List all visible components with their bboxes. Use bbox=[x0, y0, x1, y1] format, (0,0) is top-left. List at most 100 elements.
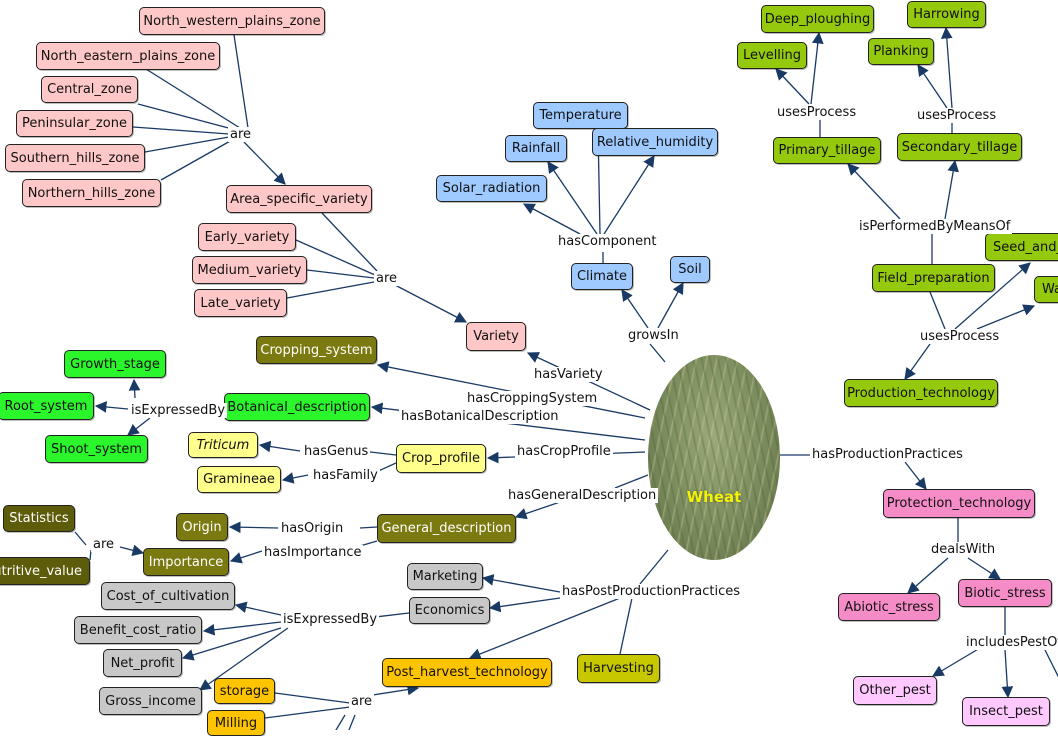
edge-69 bbox=[335, 714, 346, 730]
edge-2 bbox=[137, 103, 237, 131]
node-growth-stage[interactable]: Growth_stage bbox=[64, 350, 166, 378]
node-primary-tillage[interactable]: Primary_tillage bbox=[773, 137, 881, 164]
node-triticum[interactable]: Triticum bbox=[188, 432, 258, 458]
link-label-includes-pest-of: includesPestOf bbox=[964, 635, 1058, 650]
node-insect-pest[interactable]: Insect_pest bbox=[962, 697, 1050, 726]
node-variety[interactable]: Variety bbox=[466, 322, 526, 351]
node-levelling[interactable]: Levelling bbox=[737, 42, 807, 69]
edge-14 bbox=[603, 155, 655, 235]
edge-5 bbox=[160, 139, 233, 181]
node-post-harvest-technology[interactable]: Post_harvest_technology bbox=[382, 658, 552, 687]
node-marketing[interactable]: Marketing bbox=[407, 563, 483, 590]
edge-1 bbox=[137, 63, 241, 129]
node-benefit-cost-ratio[interactable]: Benefit_cost_ratio bbox=[74, 616, 202, 644]
node-peninsular-zone[interactable]: Peninsular_zone bbox=[16, 110, 133, 137]
node-importance[interactable]: Importance bbox=[143, 548, 229, 576]
node-field-preparation[interactable]: Field_preparation bbox=[872, 264, 995, 292]
link-label-has-importance: hasImportance bbox=[262, 545, 364, 560]
edge-47 bbox=[614, 474, 649, 489]
node-harvesting[interactable]: Harvesting bbox=[577, 654, 660, 683]
node-protection-technology[interactable]: Protection_technology bbox=[883, 489, 1035, 518]
node-seed-and[interactable]: Seed_and_ bbox=[985, 233, 1058, 261]
edge-31 bbox=[976, 304, 1036, 330]
edge-22 bbox=[917, 64, 948, 109]
edge-48 bbox=[514, 501, 561, 520]
edge-64 bbox=[181, 627, 282, 661]
edge-45 bbox=[281, 472, 309, 484]
node-rainfall[interactable]: Rainfall bbox=[505, 135, 567, 162]
node-temperature[interactable]: Temperature bbox=[533, 102, 628, 129]
edge-53 bbox=[74, 531, 87, 546]
edge-70 bbox=[348, 714, 356, 730]
link-label-uses-process-production: usesProcess bbox=[918, 329, 1002, 344]
node-early-variety[interactable]: Early_variety bbox=[198, 223, 296, 251]
link-label-is-performed-by-means-of: isPerformedByMeansOf bbox=[857, 219, 1013, 234]
node-botanical-description[interactable]: Botanical_description bbox=[224, 393, 370, 421]
edge-67 bbox=[264, 706, 351, 719]
node-other-pest[interactable]: Other_pest bbox=[853, 676, 937, 705]
edge-62 bbox=[234, 601, 282, 616]
edge-52 bbox=[229, 550, 263, 564]
node-shoot-system[interactable]: Shoot_system bbox=[45, 435, 148, 463]
node-harrowing[interactable]: Harrowing bbox=[907, 1, 986, 28]
node-cropping-system[interactable]: Cropping_system bbox=[256, 336, 377, 364]
edge-55 bbox=[89, 549, 92, 561]
edge-32 bbox=[904, 343, 931, 380]
link-label-has-crop-profile: hasCropProfile bbox=[515, 444, 613, 459]
node-milling[interactable]: Milling bbox=[207, 710, 265, 736]
node-deep-ploughing[interactable]: Deep_ploughing bbox=[761, 5, 874, 33]
link-label-has-origin: hasOrigin bbox=[279, 521, 346, 536]
edge-34 bbox=[904, 461, 927, 490]
node-root-system[interactable]: Root_system bbox=[0, 392, 94, 420]
node-climate[interactable]: Climate bbox=[571, 263, 633, 290]
link-label-are-varieties: are bbox=[374, 271, 400, 286]
link-label-has-general-description: hasGeneralDescription bbox=[506, 488, 659, 503]
node-northern-hills-zone[interactable]: Northern_hills_zone bbox=[22, 179, 161, 207]
node-medium-variety[interactable]: Medium_variety bbox=[192, 256, 307, 284]
edge-40 bbox=[94, 401, 129, 413]
edge-23 bbox=[940, 26, 953, 109]
edge-17 bbox=[621, 289, 649, 329]
node-nutritive-value[interactable]: utritive_value bbox=[0, 557, 90, 585]
node-relative-humidity[interactable]: Relative_humidity bbox=[592, 128, 718, 156]
link-label-has-component: hasComponent bbox=[556, 234, 659, 249]
node-central-zone[interactable]: Central_zone bbox=[41, 76, 138, 103]
edge-60 bbox=[619, 597, 633, 655]
node-southern-hills-zone[interactable]: Southern_hills_zone bbox=[5, 144, 145, 172]
edge-59 bbox=[468, 597, 621, 660]
node-abiotic-stress[interactable]: Abiotic_stress bbox=[838, 593, 940, 621]
node-economics[interactable]: Economics bbox=[409, 597, 490, 624]
edge-6 bbox=[243, 141, 286, 185]
node-production-technology[interactable]: Production_technology bbox=[844, 379, 998, 407]
node-statistics[interactable]: Statistics bbox=[3, 505, 75, 532]
edge-66 bbox=[274, 692, 351, 704]
node-origin[interactable]: Origin bbox=[176, 513, 228, 541]
node-area-specific-variety[interactable]: Area_specific_variety bbox=[226, 185, 372, 213]
node-soil[interactable]: Soil bbox=[670, 256, 710, 283]
node-crop-profile[interactable]: Crop_profile bbox=[396, 444, 486, 473]
node-wa[interactable]: Wa bbox=[1034, 276, 1058, 303]
node-planking[interactable]: Planking bbox=[868, 38, 934, 65]
node-north-western-plains-zone[interactable]: North_western_plains_zone bbox=[139, 7, 325, 35]
edge-49 bbox=[359, 526, 378, 529]
node-north-eastern-plains-zone[interactable]: North_eastern_plains_zone bbox=[36, 42, 220, 70]
link-label-has-botanical-description: hasBotanicalDescription bbox=[399, 409, 561, 424]
node-secondary-tillage[interactable]: Secondary_tillage bbox=[897, 133, 1022, 161]
node-solar-radiation[interactable]: Solar_radiation bbox=[436, 175, 547, 202]
node-late-variety[interactable]: Late_variety bbox=[194, 289, 287, 317]
node-storage[interactable]: storage bbox=[214, 678, 275, 704]
node-general-description[interactable]: General_description bbox=[377, 514, 516, 543]
link-label-has-production-practices: hasProductionPractices bbox=[810, 447, 965, 462]
link-label-has-cropping-system: hasCroppingSystem bbox=[465, 391, 600, 406]
link-label-uses-process-primary: usesProcess bbox=[775, 105, 859, 120]
node-gross-income[interactable]: Gross_income bbox=[99, 687, 202, 715]
wheat-image-node[interactable]: Wheat bbox=[648, 355, 780, 560]
node-biotic-stress[interactable]: Biotic_stress bbox=[958, 579, 1052, 607]
node-cost-of-cultivation[interactable]: Cost_of_cultivation bbox=[101, 582, 235, 610]
link-label-is-expressed-by-botanical: isExpressedBy bbox=[129, 403, 228, 418]
node-net-profit[interactable]: Net_profit bbox=[103, 649, 182, 677]
link-label-has-post-production-practices: hasPostProductionPractices bbox=[560, 584, 743, 599]
node-gramineae[interactable]: Gramineae bbox=[197, 466, 281, 493]
link-label-are-post-harvest: are bbox=[349, 694, 375, 709]
edge-73 bbox=[967, 557, 1001, 580]
